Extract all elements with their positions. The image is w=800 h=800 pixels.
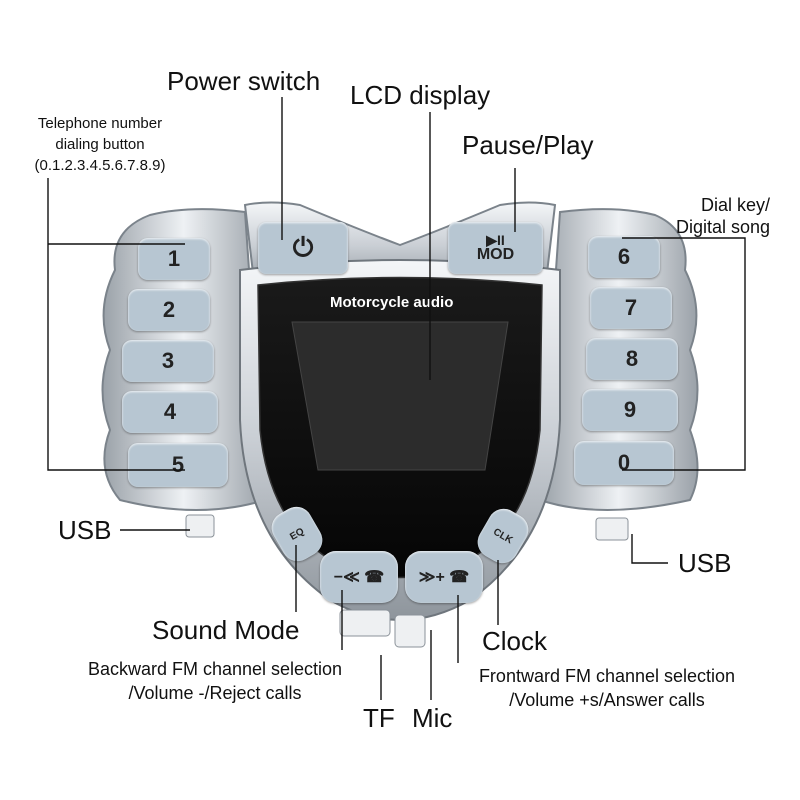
frontward-answer-icon: ≫+ ☎ xyxy=(418,569,470,586)
key-3[interactable]: 3 xyxy=(122,340,214,382)
clk-label: CLK xyxy=(491,526,515,546)
label-lcd-display: LCD display xyxy=(350,80,491,110)
label-usb-right: USB xyxy=(678,548,732,578)
label-tf: TF xyxy=(363,703,395,733)
label-sound-mode: Sound Mode xyxy=(152,615,300,645)
frontward-button[interactable]: ≫+ ☎ xyxy=(405,551,483,603)
usb-port-right xyxy=(595,517,629,541)
mic-slot xyxy=(394,614,426,648)
key-8[interactable]: 8 xyxy=(586,338,678,380)
pause-play-mod-button[interactable]: ▶II MOD xyxy=(448,222,543,274)
telephone-line-1: Telephone number xyxy=(37,115,163,132)
key-9[interactable]: 9 xyxy=(582,389,678,431)
key-4[interactable]: 4 xyxy=(122,391,218,433)
label-pause-play: Pause/Play xyxy=(462,130,594,160)
label-power-switch: Power switch xyxy=(167,66,321,96)
label-mic: Mic xyxy=(412,703,453,733)
label-usb-left: USB xyxy=(58,515,112,545)
lcd-panel xyxy=(291,321,509,471)
power-button[interactable]: ⏻ xyxy=(258,222,348,274)
mod-label: MOD xyxy=(476,246,515,263)
frontward-line-1: Frontward FM channel selection xyxy=(478,666,736,686)
backward-reject-icon: −≪ ☎ xyxy=(333,569,385,586)
key-7[interactable]: 7 xyxy=(590,287,672,329)
play-pause-icon: ▶II xyxy=(486,232,505,248)
key-6[interactable]: 6 xyxy=(588,236,660,278)
frontward-line-2: /Volume +s/Answer calls xyxy=(509,690,705,710)
telephone-line-2: dialing button xyxy=(55,136,145,153)
tf-slot xyxy=(339,609,391,637)
label-frontward-fm: Frontward FM channel selection /Volume +… xyxy=(447,664,767,712)
label-clock: Clock xyxy=(482,626,548,656)
key-0[interactable]: 0 xyxy=(574,441,674,485)
screen-title: Motorcycle audio xyxy=(330,294,454,311)
dial-line-2: Digital song xyxy=(676,217,771,237)
label-dial-key: Dial key/ Digital song xyxy=(676,194,770,238)
eq-label: EQ xyxy=(287,525,307,543)
backward-line-2: /Volume -/Reject calls xyxy=(128,683,302,703)
key-5[interactable]: 5 xyxy=(128,443,228,487)
dial-line-1: Dial key/ xyxy=(701,195,771,215)
key-1[interactable]: 1 xyxy=(138,238,210,280)
backward-button[interactable]: −≪ ☎ xyxy=(320,551,398,603)
label-backward-fm: Backward FM channel selection /Volume -/… xyxy=(55,657,375,705)
usb-port-left xyxy=(185,514,215,538)
label-telephone-dialing: Telephone number dialing button (0.1.2.3… xyxy=(10,113,190,176)
key-2[interactable]: 2 xyxy=(128,289,210,331)
telephone-line-3: (0.1.2.3.4.5.6.7.8.9) xyxy=(34,157,166,174)
power-icon: ⏻ xyxy=(292,232,314,262)
backward-line-1: Backward FM channel selection xyxy=(87,659,343,679)
